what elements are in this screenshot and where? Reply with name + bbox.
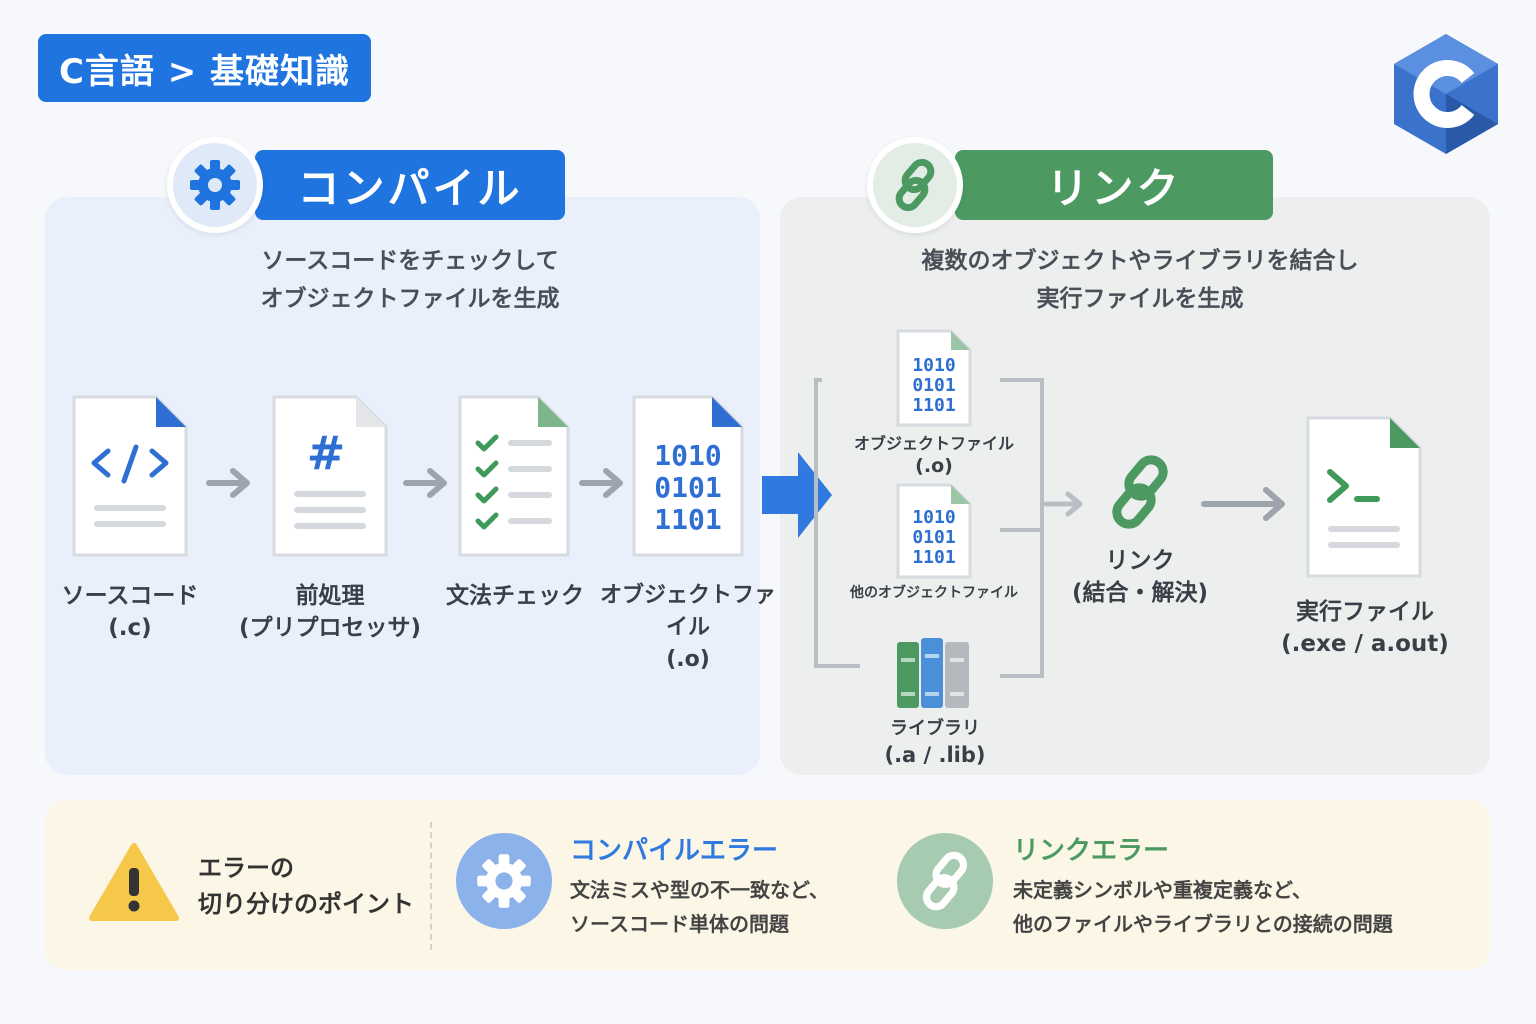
divider xyxy=(430,822,432,950)
c-language-logo xyxy=(1394,34,1498,154)
link-desc-line1: 複数のオブジェクトやライブラリを結合し xyxy=(921,248,1359,274)
other-object-file-binary: 1010 0101 1101 xyxy=(895,508,973,568)
step-object-file: オブジェクトファイル (.o) xyxy=(596,580,780,676)
object-file-small-icon xyxy=(896,329,972,427)
step-source-code-label: ソースコード xyxy=(61,583,199,609)
arrow-right-icon xyxy=(1044,491,1083,517)
source-code-file-icon xyxy=(72,395,188,557)
chain-link-icon xyxy=(922,851,968,911)
arrow-right-icon xyxy=(206,468,250,498)
chain-link-icon xyxy=(895,158,935,212)
compile-desc-line1: ソースコードをチェックして xyxy=(261,248,559,274)
input-library-sub: (.a / .lib) xyxy=(884,743,986,767)
executable-file-icon xyxy=(1306,416,1422,578)
input-other-object-file-label: 他のオブジェクトファイル xyxy=(850,585,1018,601)
output-executable: 実行ファイル (.exe / a.out) xyxy=(1270,596,1460,660)
error-tips-title-line2: 切り分けのポイント xyxy=(198,890,414,918)
other-object-file-icon xyxy=(896,483,972,579)
step-preprocessor-label: 前処理 xyxy=(295,583,365,609)
warning-icon xyxy=(89,843,179,921)
gear-icon xyxy=(477,854,531,908)
arrow-right-icon xyxy=(403,468,447,498)
input-bracket xyxy=(814,378,860,668)
error-tips-title: エラーの 切り分けのポイント xyxy=(198,850,428,922)
preprocessor-file-icon: # xyxy=(272,395,388,557)
gear-icon xyxy=(190,160,240,210)
link-process-sub: (結合・解決) xyxy=(1071,580,1209,606)
step-syntax-check-label: 文法チェック xyxy=(446,583,584,609)
merge-bracket xyxy=(1000,378,1044,678)
step-preprocessor: 前処理 (プリプロセッサ) xyxy=(232,580,428,644)
link-error-line1: 未定義シンボルや重複定義など、 xyxy=(1013,878,1312,902)
arrow-right-icon xyxy=(1201,487,1285,521)
output-executable-sub: (.exe / a.out) xyxy=(1281,631,1449,657)
error-tips-panel xyxy=(45,800,1490,970)
object-file-icon xyxy=(632,395,744,557)
binary-line: 1010 xyxy=(654,439,722,472)
binary-line: 1010 xyxy=(912,507,956,528)
object-file-small-binary: 1010 0101 1101 xyxy=(895,356,973,416)
input-library-label: ライブラリ xyxy=(890,718,980,739)
step-source-code: ソースコード (.c) xyxy=(55,580,205,644)
binary-line: 1010 xyxy=(912,355,956,376)
compile-error-block: コンパイルエラー 文法ミスや型の不一致など、 ソースコード単体の問題 xyxy=(570,830,900,941)
binary-line: 0101 xyxy=(912,527,956,548)
arrow-right-icon xyxy=(579,468,623,498)
compile-badge xyxy=(167,137,263,233)
object-file-binary: 1010 0101 1101 xyxy=(630,440,746,536)
link-error-title: リンクエラー xyxy=(1013,836,1170,866)
step-object-file-label: オブジェクトファイル xyxy=(599,583,776,640)
step-source-code-sub: (.c) xyxy=(108,615,152,641)
binary-line: 0101 xyxy=(654,471,722,504)
link-description: 複数のオブジェクトやライブラリを結合し 実行ファイルを生成 xyxy=(850,242,1430,318)
compile-error-line2: ソースコード単体の問題 xyxy=(570,912,789,936)
compile-error-badge xyxy=(456,833,552,929)
compile-error-title: コンパイルエラー xyxy=(570,836,779,866)
input-object-file-sub: (.o) xyxy=(915,455,953,477)
binary-line: 0101 xyxy=(912,375,956,396)
input-other-object-file: 他のオブジェクトファイル xyxy=(840,583,1028,603)
input-library: ライブラリ (.a / .lib) xyxy=(860,716,1010,768)
link-error-line2: 他のファイルやライブラリとの接続の問題 xyxy=(1013,912,1393,936)
binary-line: 1101 xyxy=(654,503,722,536)
binary-line: 1101 xyxy=(912,547,956,568)
step-preprocessor-sub: (プリプロセッサ) xyxy=(238,615,422,641)
svg-text:#: # xyxy=(307,426,346,480)
input-object-file: オブジェクトファイル (.o) xyxy=(845,433,1023,477)
breadcrumb[interactable]: C言語 > 基礎知識 xyxy=(38,34,371,102)
link-process: リンク (結合・解決) xyxy=(1060,545,1220,609)
output-executable-label: 実行ファイル xyxy=(1296,599,1434,625)
compile-desc-line2: オブジェクトファイルを生成 xyxy=(260,286,560,312)
link-desc-line2: 実行ファイルを生成 xyxy=(1036,286,1244,312)
step-object-file-sub: (.o) xyxy=(666,647,710,672)
binary-line: 1101 xyxy=(912,395,956,416)
link-error-badge xyxy=(897,833,993,929)
syntax-check-file-icon xyxy=(458,395,570,557)
link-title: リンク xyxy=(955,150,1273,220)
link-badge xyxy=(867,137,963,233)
link-error-block: リンクエラー 未定義シンボルや重複定義など、 他のファイルやライブラリとの接続の… xyxy=(1013,830,1473,941)
link-process-label: リンク xyxy=(1105,548,1175,574)
compile-title: コンパイル xyxy=(255,150,565,220)
input-object-file-label: オブジェクトファイル xyxy=(853,434,1014,453)
chain-link-icon xyxy=(1112,455,1168,529)
step-syntax-check: 文法チェック xyxy=(440,580,590,612)
library-books-icon xyxy=(897,638,969,708)
compile-description: ソースコードをチェックして オブジェクトファイルを生成 xyxy=(150,242,670,318)
error-tips-title-line1: エラーの xyxy=(198,854,294,882)
compile-error-line1: 文法ミスや型の不一致など、 xyxy=(570,878,829,902)
